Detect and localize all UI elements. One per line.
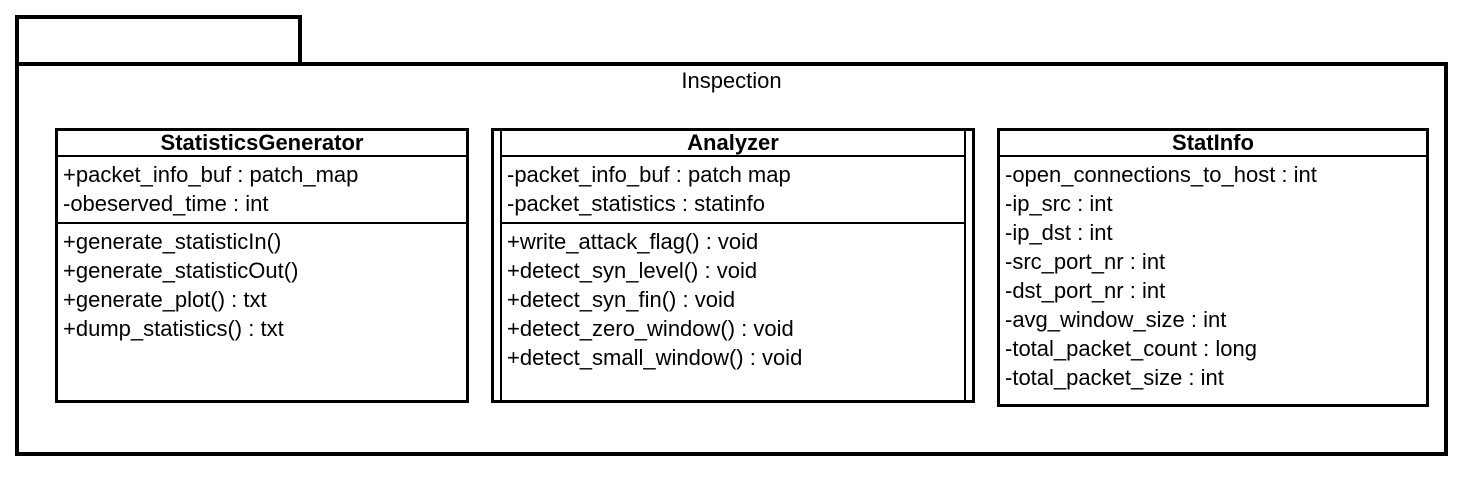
methods-compartment-analyzer: +write_attack_flag() : void +detect_syn_l…: [502, 224, 964, 400]
attribute-row: -avg_window_size : int: [1005, 307, 1227, 332]
attribute-row: -dst_port_nr : int: [1005, 278, 1166, 303]
class-title-analyzer: Analyzer: [502, 131, 964, 157]
attribute-row: -obeserved_time : int: [63, 191, 269, 216]
method-row: +generate_statisticIn(): [63, 229, 282, 254]
attributes-compartment-analyzer: -packet_info_buf : patch map -packet_stat…: [502, 157, 964, 224]
method-row: +detect_syn_level() : void: [507, 258, 758, 283]
active-class-double-border: Analyzer -packet_info_buf : patch map-pa…: [500, 131, 966, 400]
attributes-compartment-statinfo: -open_connections_to_host : int -ip_src :…: [1000, 157, 1426, 404]
method-row: +write_attack_flag() : void: [507, 229, 759, 254]
methods-compartment-statisticsgenerator: +generate_statisticIn() +generate_statist…: [58, 224, 466, 400]
method-row: +detect_zero_window() : void: [507, 316, 794, 341]
class-box-statinfo: StatInfo -open_connections_to_host : int…: [997, 128, 1429, 407]
package-title: Inspection: [681, 68, 782, 93]
class-title-statinfo: StatInfo: [1000, 131, 1426, 157]
attribute-row: -packet_info_buf : patch map: [507, 162, 791, 187]
attribute-row: -ip_src : int: [1005, 191, 1113, 216]
class-title-statisticsgenerator: StatisticsGenerator: [58, 131, 466, 157]
attribute-row: -src_port_nr : int: [1005, 249, 1166, 274]
attribute-row: -ip_dst : int: [1005, 220, 1113, 245]
attribute-row: +packet_info_buf : patch_map: [63, 162, 359, 187]
attribute-row: -total_packet_count : long: [1005, 336, 1257, 361]
method-row: +generate_statisticOut(): [63, 258, 299, 283]
method-row: +dump_statistics() : txt: [63, 316, 284, 341]
method-row: +detect_small_window() : void: [507, 345, 803, 370]
class-box-analyzer: Analyzer -packet_info_buf : patch map-pa…: [491, 128, 975, 403]
method-row: +detect_syn_fin() : void: [507, 287, 736, 312]
attribute-row: -open_connections_to_host : int: [1005, 162, 1317, 187]
package-tab: [15, 15, 302, 62]
attribute-row: -total_packet_size : int: [1005, 365, 1224, 390]
attribute-row: -packet_statistics : statinfo: [507, 191, 765, 216]
class-box-statisticsgenerator: StatisticsGenerator +packet_info_buf : p…: [55, 128, 469, 403]
method-row: +generate_plot() : txt: [63, 287, 267, 312]
attributes-compartment-statisticsgenerator: +packet_info_buf : patch_map -obeserved_t…: [58, 157, 466, 224]
